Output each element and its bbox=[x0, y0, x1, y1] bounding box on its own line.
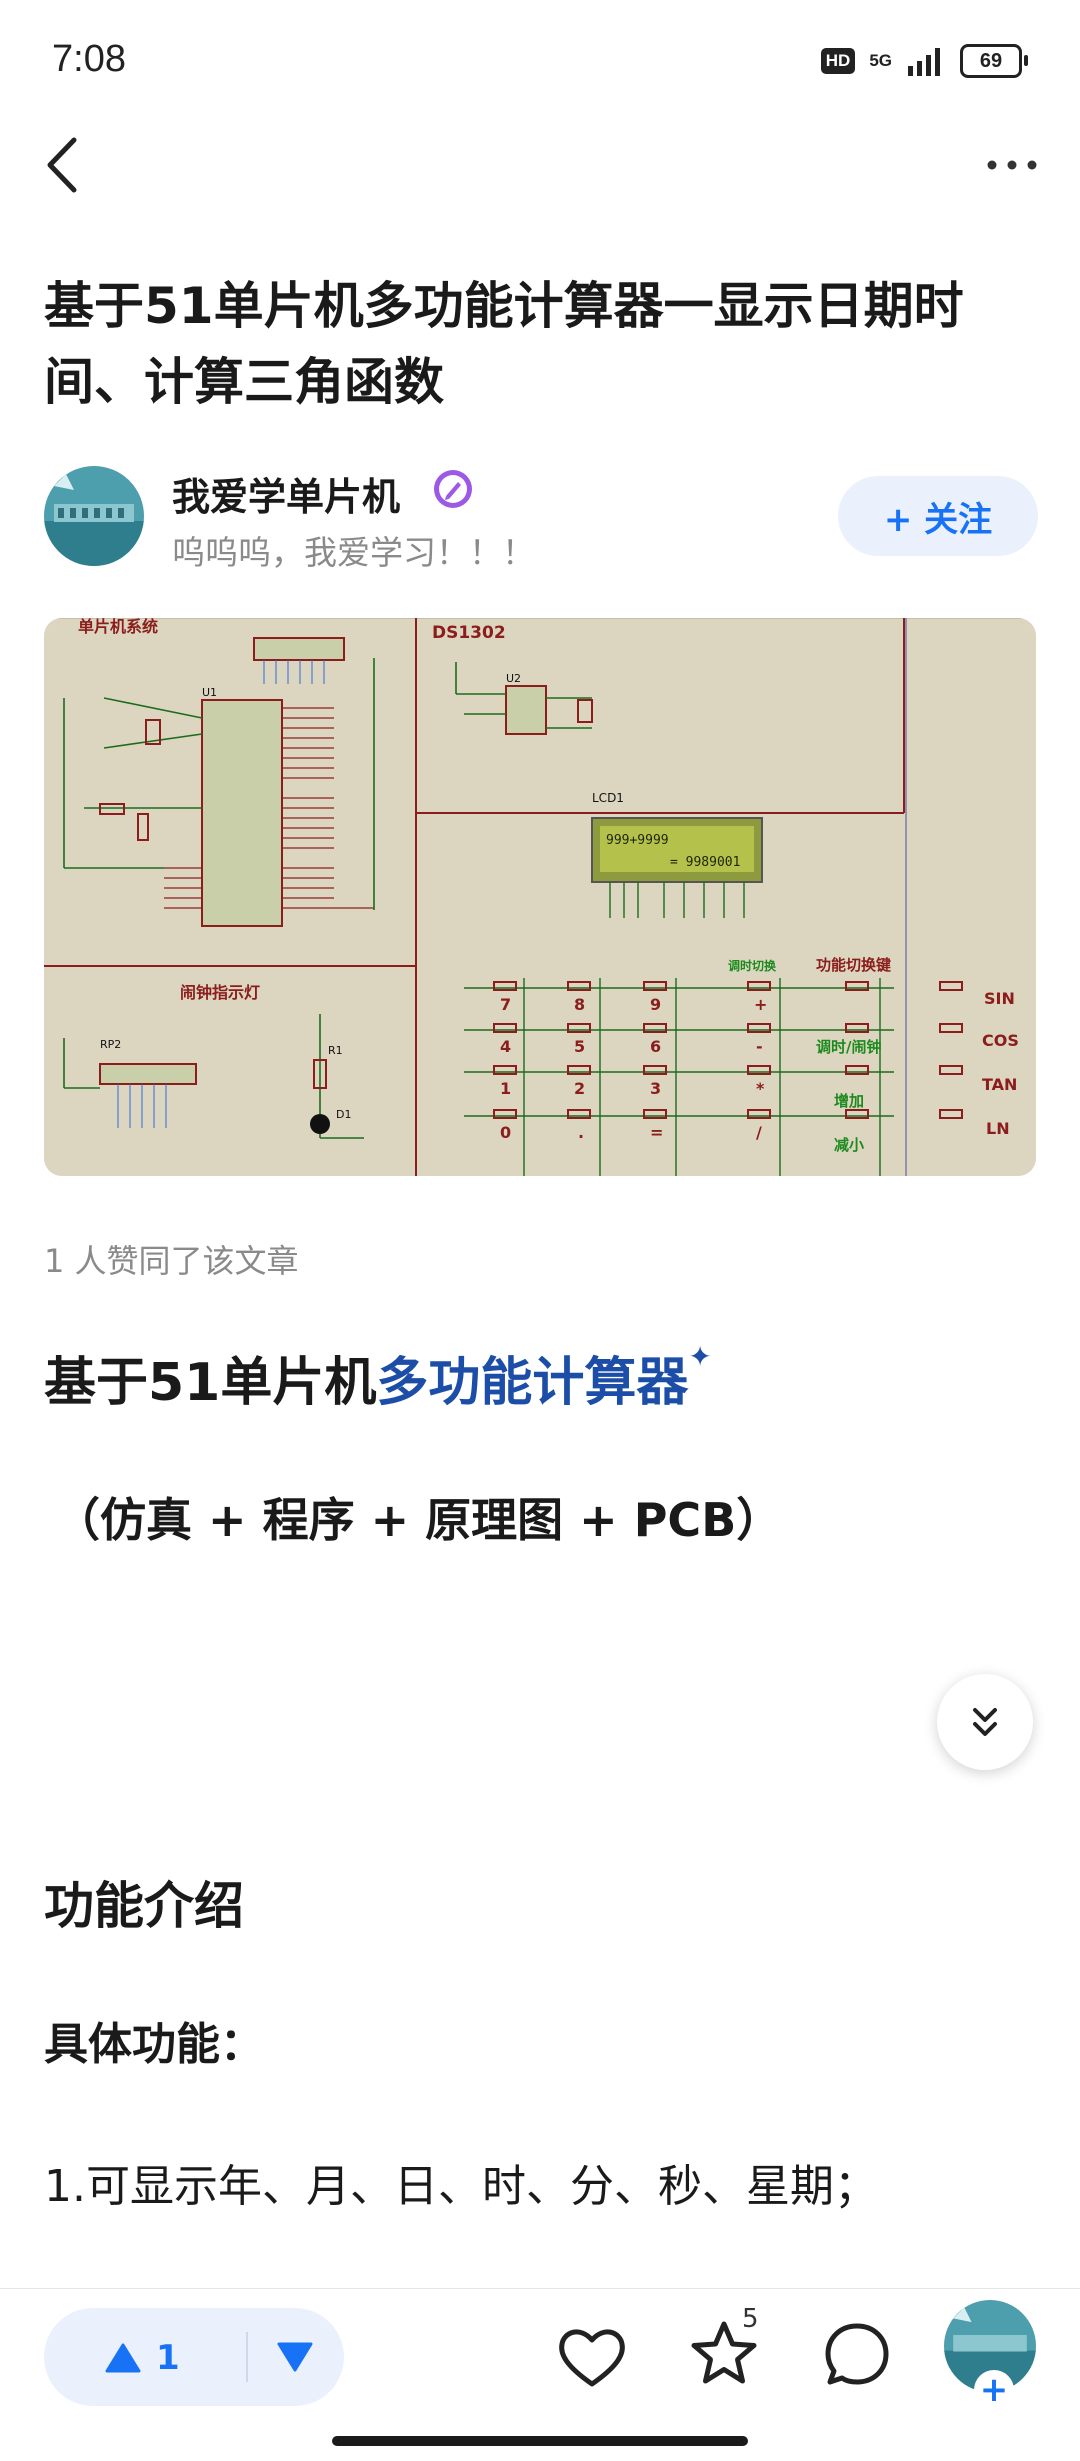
label-u1: U1 bbox=[202, 686, 217, 699]
article-image-schematic[interactable]: 单片机系统 DS1302 闹钟指示灯 U1 U bbox=[44, 618, 1036, 1176]
key-increase: 增加 bbox=[834, 1092, 864, 1110]
key-equals: = bbox=[650, 1123, 663, 1142]
key-7: 7 bbox=[500, 995, 511, 1014]
key-0: 0 bbox=[500, 1123, 511, 1142]
key-8: 8 bbox=[574, 995, 585, 1014]
more-options-icon[interactable] bbox=[982, 150, 1042, 180]
hd-badge: HD bbox=[820, 48, 856, 74]
key-cos: COS bbox=[982, 1031, 1019, 1050]
article-heading: 基于51单片机多功能计算器✦ bbox=[44, 1340, 712, 1415]
label-u2: U2 bbox=[506, 672, 521, 685]
label-r1: R1 bbox=[328, 1044, 343, 1057]
follow-button[interactable]: + 关注 bbox=[838, 476, 1038, 556]
creator-badge-icon bbox=[434, 470, 472, 508]
label-rtc: DS1302 bbox=[432, 623, 506, 643]
status-icons: HD 5G 69 bbox=[820, 44, 1028, 78]
likes-note: 1 人赞同了该文章 bbox=[44, 1242, 299, 1280]
label-lcd: LCD1 bbox=[592, 791, 624, 805]
network-type: 5G bbox=[869, 51, 892, 70]
key-adjust-alarm: 调时/闹钟 bbox=[816, 1038, 881, 1056]
key-tan: TAN bbox=[982, 1075, 1017, 1094]
upvote-count: 1 bbox=[156, 2338, 180, 2378]
double-chevron-down-icon bbox=[973, 1708, 997, 1736]
section-title: 功能介绍 bbox=[44, 1877, 244, 1935]
star-icon[interactable] bbox=[688, 2318, 760, 2390]
key-ln: LN bbox=[986, 1119, 1010, 1138]
key-6: 6 bbox=[650, 1037, 661, 1056]
vote-divider bbox=[246, 2332, 248, 2382]
key-4: 4 bbox=[500, 1037, 511, 1056]
key-sin: SIN bbox=[984, 989, 1015, 1008]
comment-icon[interactable] bbox=[822, 2320, 892, 2390]
author-name[interactable]: 我爱学单片机 bbox=[172, 475, 401, 519]
article-subtitle: （仿真 + 程序 + 原理图 + PCB） bbox=[54, 1493, 783, 1547]
label-d1: D1 bbox=[336, 1108, 351, 1121]
key-5: 5 bbox=[574, 1037, 585, 1056]
key-9: 9 bbox=[650, 995, 661, 1014]
heading-prefix: 基于51单片机 bbox=[44, 1353, 377, 1413]
label-mcu-section: 单片机系统 bbox=[78, 618, 158, 636]
heading-link[interactable]: 多功能计算器 bbox=[376, 1353, 689, 1413]
key-decrease: 减小 bbox=[834, 1136, 864, 1154]
key-multiply: * bbox=[756, 1079, 765, 1098]
author-avatar[interactable] bbox=[44, 466, 144, 566]
label-alarm-section: 闹钟指示灯 bbox=[180, 983, 260, 1002]
home-indicator[interactable] bbox=[332, 2436, 748, 2446]
author-bio: 呜呜呜，我爱学习！！！ bbox=[172, 533, 535, 572]
favorite-count: 5 bbox=[742, 2304, 759, 2334]
heart-icon[interactable] bbox=[556, 2322, 628, 2392]
battery-level: 69 bbox=[979, 49, 1003, 72]
downvote-button[interactable] bbox=[276, 2334, 316, 2380]
back-arrow-icon[interactable] bbox=[40, 130, 90, 200]
key-minus: - bbox=[756, 1037, 763, 1056]
upvote-button[interactable]: 1 bbox=[104, 2330, 180, 2386]
status-time: 7:08 bbox=[52, 38, 126, 80]
label-adjust: 调时切换 bbox=[728, 958, 777, 973]
function-item: 1.可显示年、月、日、时、分、秒、星期； bbox=[44, 2161, 878, 2212]
search-spark-icon[interactable]: ✦ bbox=[688, 1340, 712, 1373]
lcd-line-2: = 9989001 bbox=[670, 855, 740, 870]
key-1: 1 bbox=[500, 1079, 511, 1098]
key-2: 2 bbox=[574, 1079, 585, 1098]
plus-icon[interactable]: + bbox=[974, 2370, 1014, 2410]
key-dot: . bbox=[578, 1123, 584, 1142]
function-title: 具体功能： bbox=[44, 2019, 264, 2070]
signal-icon bbox=[908, 48, 940, 76]
downvote-triangle-icon bbox=[277, 2342, 313, 2372]
key-3: 3 bbox=[650, 1079, 661, 1098]
article-title: 基于51单片机多功能计算器一显示日期时间、计算三角函数 bbox=[44, 277, 964, 411]
label-rp2: RP2 bbox=[100, 1038, 121, 1051]
lcd-line-1: 999+9999 bbox=[606, 833, 669, 848]
key-plus: + bbox=[754, 995, 767, 1014]
key-divide: / bbox=[756, 1123, 762, 1142]
battery-icon: 69 bbox=[960, 44, 1028, 78]
upvote-triangle-icon bbox=[105, 2343, 141, 2373]
label-func-keys: 功能切换键 bbox=[816, 956, 891, 974]
scroll-down-button[interactable] bbox=[937, 1674, 1033, 1770]
